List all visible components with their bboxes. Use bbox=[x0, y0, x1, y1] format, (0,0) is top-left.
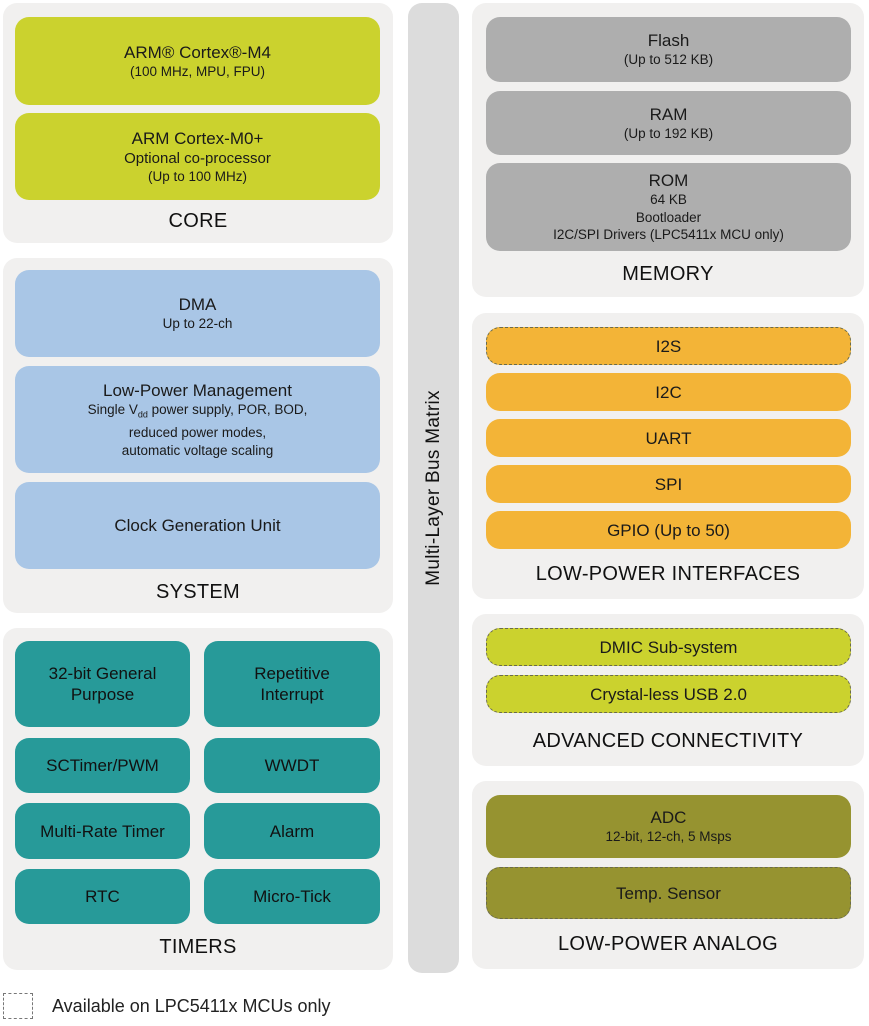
i2s-block: I2S bbox=[486, 327, 851, 365]
flash-sub: (Up to 512 KB) bbox=[623, 52, 714, 68]
system-title: SYSTEM bbox=[155, 581, 241, 603]
analog-panel: ADC 12-bit, 12-ch, 5 Msps Temp. Sensor L… bbox=[472, 781, 864, 969]
timers-title: TIMERS bbox=[159, 936, 237, 958]
rom-line3: I2C/SPI Drivers (LPC5411x MCU only) bbox=[553, 227, 784, 243]
timer-wwdt: WWDT bbox=[204, 738, 380, 793]
timer-32bit-general-purpose: 32-bit General Purpose bbox=[15, 641, 190, 727]
connectivity-panel: DMIC Sub-system Crystal-less USB 2.0 ADV… bbox=[472, 614, 864, 766]
rom-line1: 64 KB bbox=[650, 192, 687, 208]
i2c-block: I2C bbox=[486, 373, 851, 411]
lpm-title: Low-Power Management bbox=[103, 380, 292, 400]
timer-alarm: Alarm bbox=[204, 803, 380, 859]
uart-block: UART bbox=[486, 419, 851, 457]
temp-sensor-block: Temp. Sensor bbox=[486, 867, 851, 919]
rom-block: ROM 64 KB Bootloader I2C/SPI Drivers (LP… bbox=[486, 163, 851, 251]
core-title: CORE bbox=[168, 210, 228, 232]
cortex-m4-sub: (100 MHz, MPU, FPU) bbox=[129, 63, 265, 79]
bus-matrix: Multi-Layer Bus Matrix bbox=[408, 3, 459, 973]
adc-block: ADC 12-bit, 12-ch, 5 Msps bbox=[486, 795, 851, 858]
flash-block: Flash (Up to 512 KB) bbox=[486, 17, 851, 82]
core-panel: ARM® Cortex®-M4 (100 MHz, MPU, FPU) ARM … bbox=[3, 3, 393, 243]
dmic-subsystem-block: DMIC Sub-system bbox=[486, 628, 851, 666]
lpm-line3: automatic voltage scaling bbox=[121, 442, 274, 458]
timer-repetitive-interrupt: Repetitive Interrupt bbox=[204, 641, 380, 727]
rom-line2: Bootloader bbox=[635, 209, 702, 225]
interfaces-panel: I2S I2C UART SPI GPIO (Up to 50) LOW-POW… bbox=[472, 313, 864, 599]
cortex-m0-line2: Optional co-processor bbox=[124, 149, 271, 167]
dma-sub: Up to 22-ch bbox=[162, 316, 233, 332]
timer-micro-tick: Micro-Tick bbox=[204, 869, 380, 924]
lpm-line1: Single Vdd power supply, POR, BOD, bbox=[87, 401, 308, 420]
ram-title: RAM bbox=[649, 104, 688, 124]
adc-title: ADC bbox=[650, 808, 687, 828]
low-power-management-block: Low-Power Management Single Vdd power su… bbox=[15, 366, 380, 473]
gpio-block: GPIO (Up to 50) bbox=[486, 511, 851, 549]
cgu-title: Clock Generation Unit bbox=[114, 516, 281, 535]
analog-title: LOW-POWER ANALOG bbox=[557, 933, 779, 955]
interfaces-title: LOW-POWER INTERFACES bbox=[535, 563, 801, 585]
ram-block: RAM (Up to 192 KB) bbox=[486, 91, 851, 155]
timer-rtc: RTC bbox=[15, 869, 190, 924]
timer-multi-rate: Multi-Rate Timer bbox=[15, 803, 190, 859]
bus-matrix-label: Multi-Layer Bus Matrix bbox=[422, 390, 444, 586]
timers-panel: 32-bit General Purpose Repetitive Interr… bbox=[3, 628, 393, 970]
dma-title: DMA bbox=[178, 295, 217, 315]
ram-sub: (Up to 192 KB) bbox=[623, 125, 714, 141]
cortex-m0-block: ARM Cortex-M0+ Optional co-processor (Up… bbox=[15, 113, 380, 200]
legend-dashed-box-icon bbox=[3, 993, 33, 1019]
spi-block: SPI bbox=[486, 465, 851, 503]
memory-panel: Flash (Up to 512 KB) RAM (Up to 192 KB) … bbox=[472, 3, 864, 297]
usb-block: Crystal-less USB 2.0 bbox=[486, 675, 851, 713]
dma-block: DMA Up to 22-ch bbox=[15, 270, 380, 357]
system-panel: DMA Up to 22-ch Low-Power Management Sin… bbox=[3, 258, 393, 613]
lpm-line2: reduced power modes, bbox=[128, 425, 267, 441]
cortex-m0-sub: (Up to 100 MHz) bbox=[147, 168, 248, 184]
cortex-m4-block: ARM® Cortex®-M4 (100 MHz, MPU, FPU) bbox=[15, 17, 380, 105]
clock-generation-unit-block: Clock Generation Unit bbox=[15, 482, 380, 569]
connectivity-title: ADVANCED CONNECTIVITY bbox=[532, 730, 804, 752]
rom-title: ROM bbox=[648, 171, 689, 191]
flash-title: Flash bbox=[647, 31, 690, 51]
cortex-m0-title: ARM Cortex-M0+ bbox=[131, 128, 264, 148]
cortex-m4-title: ARM® Cortex®-M4 bbox=[124, 42, 271, 62]
legend-text: Available on LPC5411x MCUs only bbox=[52, 996, 331, 1016]
adc-sub: 12-bit, 12-ch, 5 Msps bbox=[605, 829, 732, 845]
timer-sctimer-pwm: SCTimer/PWM bbox=[15, 738, 190, 793]
memory-title: MEMORY bbox=[622, 263, 714, 285]
